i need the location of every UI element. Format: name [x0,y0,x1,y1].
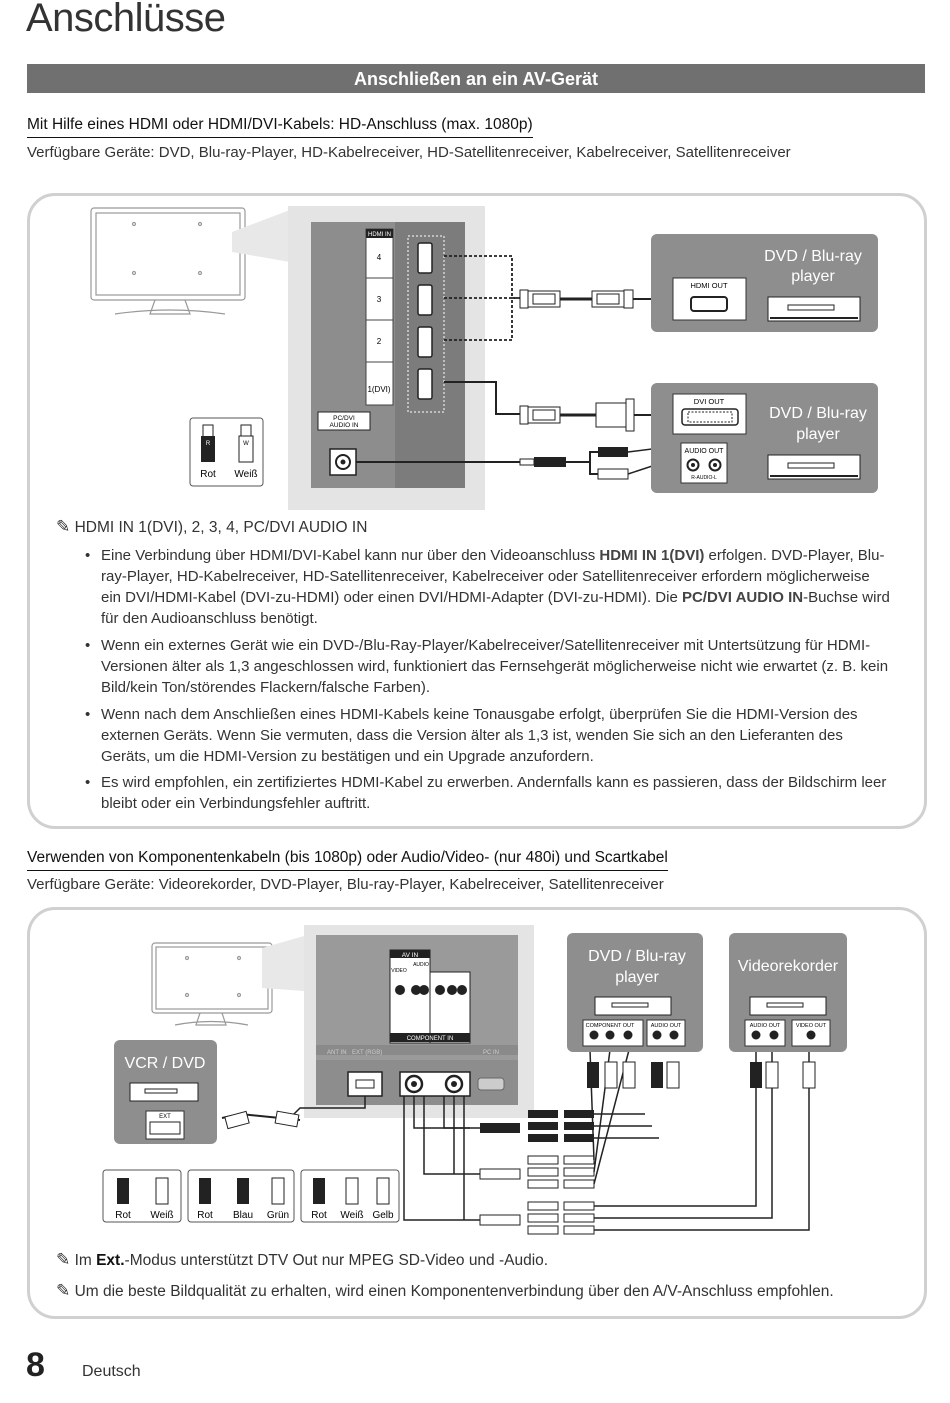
pencil-icon: ✎ [56,517,71,536]
component-in-label: COMPONENT IN [407,1036,454,1042]
bullet-bold: HDMI IN 1(DVI) [599,547,705,564]
audio-label: AUDIO [413,962,429,968]
hdmi-port-label: 1(DVI) [367,385,390,394]
hdmi-section-heading: Mit Hilfe eines HDMI oder HDMI/DVI-Kabel… [27,116,533,138]
r-audio-l-label: R-AUDIO-L [691,475,717,481]
device-name: player [615,969,659,986]
av-cable-bundle [479,1050,810,1235]
bullet-text: Eine Verbindung über HDMI/DVI-Kabel kann… [101,547,600,564]
component-section-heading: Verwenden von Komponentenkabeln (bis 108… [27,849,668,871]
device-name: DVD / Blu-ray [588,948,686,965]
note-item: ✎ Im Ext.-Modus unterstützt DTV Out nur … [56,1250,548,1270]
language-label: Deutsch [82,1363,141,1380]
bullet-text: -Buchse wird für den Audioanschluss benö… [101,589,890,627]
note-text: Im [74,1252,97,1269]
device-name: Videorekorder [738,958,839,975]
plug-letter: W [243,441,249,447]
legend-label: Grün [267,1210,289,1221]
legend-label: Rot [115,1210,131,1221]
player-icon [749,996,827,1016]
tv-illustration [90,207,246,315]
legend-label: Weiß [340,1210,363,1221]
note-heading: ✎ HDMI IN 1(DVI), 2, 3, 4, PC/DVI AUDIO … [56,517,367,537]
legend-label: Rot [311,1210,327,1221]
player-icon [767,454,861,480]
bullet-text: erfolgen. DVD-Player, Blu-ray-Player, HD… [101,547,885,606]
bullet-dot: • [85,774,91,791]
pc-dvi-audio-label: PC/DVI [333,415,355,422]
component-available-devices: Verfügbare Geräte: Videorekorder, DVD-Pl… [27,876,664,893]
section-title: Anschließen an ein AV-Gerät [27,64,925,93]
av-in-label: AV IN [402,952,419,959]
ext-label: EXT [159,1114,171,1120]
bullet-item: • Eine Verbindung über HDMI/DVI-Kabel ka… [85,545,891,629]
device-name: DVD / Blu-ray [764,248,862,265]
legend-label: Weiß [150,1210,173,1221]
bullet-dot: • [85,547,91,564]
page-title: Anschlüsse [26,0,226,40]
bullet-text: Wenn nach dem Anschließen eines HDMI-Kab… [101,706,858,765]
hdmi-port-label: 4 [377,253,382,262]
note-heading-text: HDMI IN 1(DVI), 2, 3, 4, PC/DVI AUDIO IN [74,519,368,536]
video-label: VIDEO [391,968,407,974]
hdmi-connection-diagram: HDMI IN 4 3 2 1(DVI) PC/DVI AUDIO IN [90,206,878,510]
bullet-item: • Wenn nach dem Anschließen eines HDMI-K… [85,704,891,767]
plug-letter: R [206,441,211,447]
device-name: DVD / Blu-ray [769,405,867,422]
bullet-item: • Es wird empfohlen, ein zertifiziertes … [85,772,891,814]
page-number: 8 [26,1346,45,1384]
pc-dvi-audio-label: AUDIO IN [330,422,359,429]
scart-cable [221,1110,301,1130]
audio-out-label: AUDIO OUT [685,448,725,455]
ant-in-label: ANT IN [327,1050,347,1056]
bullet-bold: PC/DVI AUDIO IN [681,589,804,606]
note-text: Um die beste Bildqualität zu erhalten, w… [74,1283,834,1300]
red-plug-icon: R [201,424,215,462]
hdmi-out-label: HDMI OUT [690,281,727,290]
video-out-label: VIDEO OUT [796,1023,827,1029]
dvi-out-label: DVI OUT [694,397,725,406]
note-bold: Ext. [96,1252,125,1269]
pc-in-label: PC IN [483,1050,499,1056]
bullet-text: Wenn ein externes Gerät wie ein DVD-/Blu… [101,637,889,696]
legend-red: Rot [200,469,216,480]
device-name: VCR / DVD [125,1055,206,1072]
component-out-label: COMPONENT OUT [586,1023,635,1029]
tv-illustration [151,942,273,1026]
hdmi-port-label: 3 [377,295,382,304]
player-icon [129,1082,199,1102]
hdmi-port-label: 2 [377,337,382,346]
legend-label: Blau [233,1210,253,1221]
bullet-dot: • [85,637,91,654]
legend-label: Gelb [372,1210,394,1221]
audio-out-label: AUDIO OUT [651,1023,682,1029]
white-plug-icon: W [238,424,254,463]
component-connection-diagram: ANT IN EXT (RGB) PC IN AV IN VIDEO AUDIO… [102,925,847,1235]
legend-label: Rot [197,1210,213,1221]
ext-rgb-label: EXT (RGB) [352,1050,382,1056]
player-icon [594,996,672,1016]
device-name: player [791,268,835,285]
audio-out-label: AUDIO OUT [750,1023,781,1029]
bullet-item: • Wenn ein externes Gerät wie ein DVD-/B… [85,635,891,698]
pencil-icon: ✎ [56,1250,71,1269]
bullet-text: Es wird empfohlen, ein zertifiziertes HD… [101,774,887,812]
bullet-dot: • [85,706,91,723]
legend-white: Weiß [234,469,257,480]
hdmi-cable [519,289,673,309]
component-cable-bundle [479,1049,630,1189]
hdmi-available-devices: Verfügbare Geräte: DVD, Blu-ray-Player, … [27,144,791,161]
note-item: ✎ Um die beste Bildqualität zu erhalten,… [56,1281,834,1301]
device-name: player [796,426,840,443]
hdmi-in-label: HDMI IN [368,232,391,238]
hdmi-dvi-cable [519,398,673,432]
note-text: -Modus unterstützt DTV Out nur MPEG SD-V… [124,1252,549,1269]
player-icon [767,296,861,322]
rca-cable-bundle [480,1110,659,1142]
pencil-icon: ✎ [56,1281,71,1300]
